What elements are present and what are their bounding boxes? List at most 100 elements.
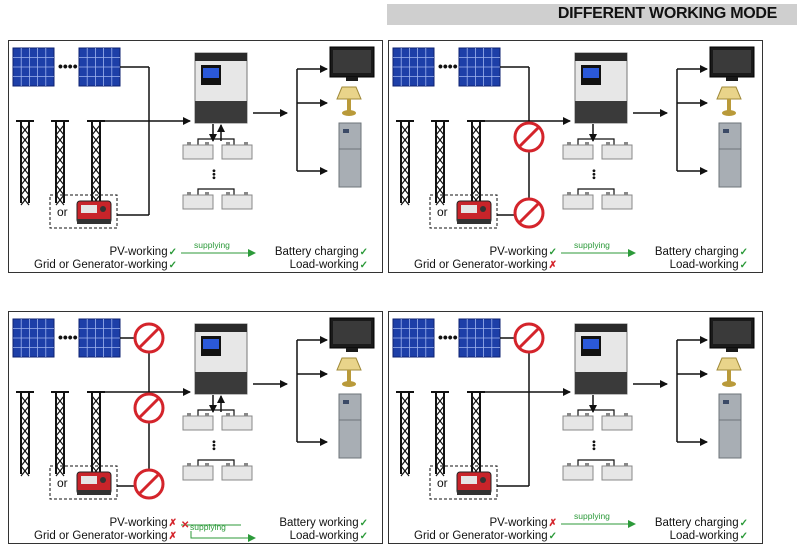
pv-working-label: PV-working✓ <box>489 246 557 259</box>
solar-panel-icon <box>78 318 121 358</box>
power-pylon-icon <box>431 120 449 206</box>
battery-wire <box>197 138 235 145</box>
load-text: Load-working <box>669 530 739 542</box>
lamp-icon <box>716 86 742 116</box>
generator-icon <box>456 471 492 495</box>
solar-panel-icon <box>392 47 435 87</box>
grid-working-text: Grid or Generator-working <box>414 530 548 542</box>
supplying-label: supplying <box>190 522 226 532</box>
no-grid-icon <box>133 392 165 424</box>
battery-status-icon: ✓ <box>359 247 368 258</box>
battery-status-icon: ✓ <box>739 518 748 529</box>
battery-status-label: Battery charging✓ <box>275 246 368 259</box>
battery-icon <box>562 413 594 431</box>
battery-icon <box>221 192 253 210</box>
battery-icon <box>182 463 214 481</box>
battery-text: Battery working <box>279 517 359 529</box>
generator-icon <box>76 200 112 224</box>
mode-title: DIFFERENT WORKING MODE <box>557 5 777 22</box>
battery-wire <box>577 409 615 416</box>
pv-working-label: PV-working✗ <box>489 517 557 530</box>
ellipsis-dots: •••• <box>58 58 78 74</box>
load-text: Load-working <box>289 530 359 542</box>
ellipsis-dots: •••• <box>438 329 458 345</box>
load-working-label: Load-working✓ <box>670 530 748 543</box>
pv-status-icon: ✓ <box>168 247 177 258</box>
battery-dots: ••• <box>588 440 599 451</box>
grid-status-icon: ✗ <box>548 260 557 271</box>
grid-working-text: Grid or Generator-working <box>414 259 548 271</box>
load-status-icon: ✓ <box>739 260 748 271</box>
supplying-label: supplying <box>194 240 230 250</box>
diagram-canvas: ••••••• <box>392 46 755 257</box>
battery-wire <box>197 409 235 416</box>
grid-status-icon: ✓ <box>168 260 177 271</box>
no-pv-icon <box>133 322 165 354</box>
pv-status-icon: ✓ <box>548 247 557 258</box>
power-pylon-icon <box>87 120 105 206</box>
battery-dots: ••• <box>208 169 219 180</box>
generator-icon <box>456 200 492 224</box>
solar-panel-icon <box>12 318 55 358</box>
load-status-icon: ✓ <box>739 531 748 542</box>
solar-panel-icon <box>458 318 501 358</box>
grid-working-label: Grid or Generator-working✗ <box>414 259 557 272</box>
mode-header: DIFFERENT WORKING MODE <box>387 4 797 25</box>
or-label: or <box>57 476 68 490</box>
battery-status-icon: ✓ <box>739 247 748 258</box>
power-pylon-icon <box>16 120 34 206</box>
tv-icon <box>709 317 755 352</box>
or-label: or <box>437 476 448 490</box>
ellipsis-dots: •••• <box>58 329 78 345</box>
power-pylon-icon <box>396 391 414 477</box>
lamp-icon <box>716 357 742 387</box>
solar-panel-icon <box>78 47 121 87</box>
battery-icon <box>562 192 594 210</box>
battery-status-icon: ✓ <box>359 518 368 529</box>
battery-status-label: Battery working✓ <box>279 517 368 530</box>
solar-panel-icon <box>392 318 435 358</box>
battery-status-label: Battery charging✓ <box>655 517 748 530</box>
power-pylon-icon <box>51 120 69 206</box>
diagram-canvas: •••••••✕ <box>12 317 375 542</box>
supplying-label: supplying <box>574 240 610 250</box>
tv-icon <box>329 46 375 81</box>
power-pylon-icon <box>16 391 34 477</box>
no-pv-icon <box>513 322 545 354</box>
battery-icon <box>601 142 633 160</box>
supplying-label: supplying <box>574 511 610 521</box>
battery-icon <box>562 142 594 160</box>
no-generator-icon <box>133 468 165 500</box>
grid-working-label: Grid or Generator-working✗ <box>34 530 177 543</box>
diagram-canvas: ••••••• <box>392 317 755 528</box>
battery-wire <box>197 459 235 466</box>
battery-text: Battery charging <box>274 246 359 258</box>
battery-wire <box>197 188 235 195</box>
fridge-icon <box>338 122 362 188</box>
diagram-canvas: ••••••• <box>12 46 375 257</box>
battery-text: Battery charging <box>654 246 739 258</box>
battery-status-label: Battery charging✓ <box>655 246 748 259</box>
pv-working-text: PV-working <box>109 517 168 529</box>
lamp-icon <box>336 357 362 387</box>
power-pylon-icon <box>51 391 69 477</box>
pv-status-icon: ✗ <box>168 518 177 529</box>
battery-wire <box>577 459 615 466</box>
grid-status-icon: ✗ <box>168 531 177 542</box>
power-pylon-icon <box>467 120 485 206</box>
battery-dots: ••• <box>588 169 599 180</box>
grid-working-label: Grid or Generator-working✓ <box>414 530 557 543</box>
pv-working-text: PV-working <box>489 517 548 529</box>
battery-wire <box>577 188 615 195</box>
grid-working-text: Grid or Generator-working <box>34 530 168 542</box>
load-working-label: Load-working✓ <box>290 259 368 272</box>
power-pylon-icon <box>87 391 105 477</box>
load-status-icon: ✓ <box>359 260 368 271</box>
grid-status-icon: ✓ <box>548 531 557 542</box>
battery-icon <box>182 413 214 431</box>
tv-icon <box>709 46 755 81</box>
tv-icon <box>329 317 375 352</box>
load-working-label: Load-working✓ <box>290 530 368 543</box>
battery-icon <box>601 192 633 210</box>
